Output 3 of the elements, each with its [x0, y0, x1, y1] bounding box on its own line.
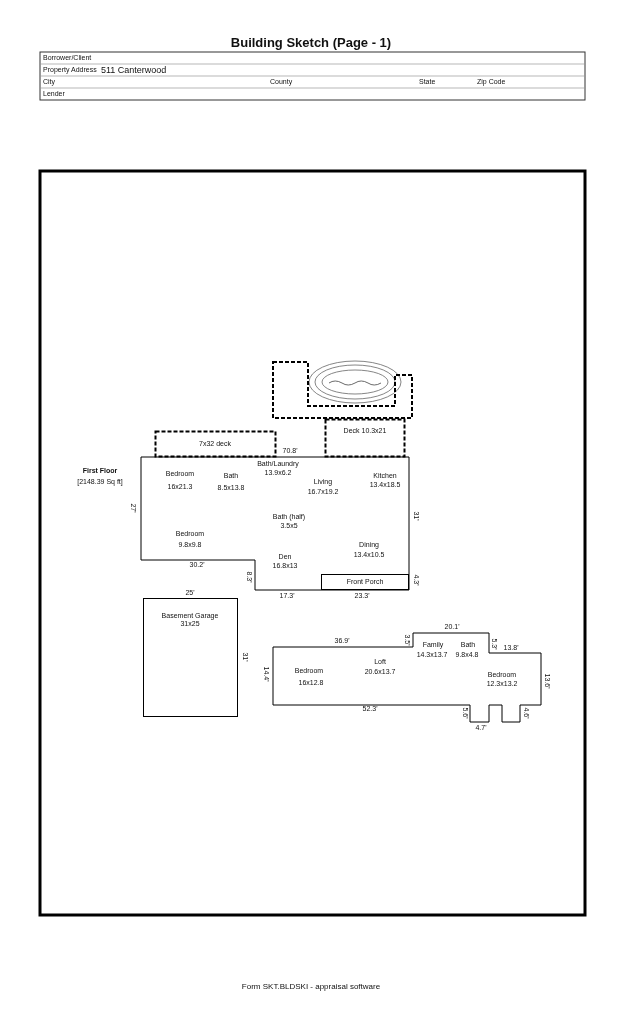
- field-value: 511 Canterwood: [101, 66, 167, 74]
- footer-note: Form SKT.BLDSKI - appraisal software: [241, 983, 381, 991]
- page-title: Building Sketch (Page - 1): [230, 34, 392, 50]
